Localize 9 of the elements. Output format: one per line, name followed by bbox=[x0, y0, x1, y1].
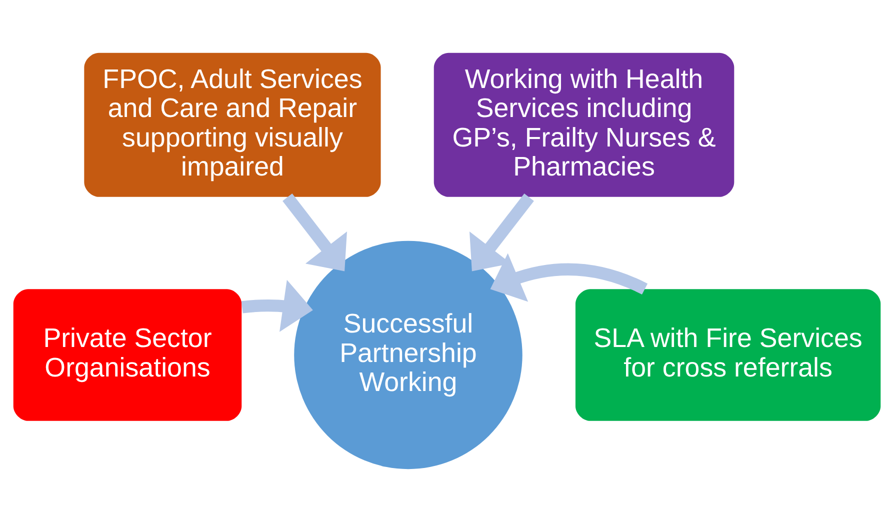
arrow bbox=[241, 279, 313, 332]
arrow bbox=[490, 252, 648, 302]
node-box: FPOC, Adult Services and Care and Repair supporting visually impaired bbox=[84, 52, 381, 196]
node-box: SLA with Fire Services for cross referrals bbox=[575, 288, 881, 420]
arrow bbox=[282, 192, 347, 271]
node-box: Private Sector Organisations bbox=[13, 288, 242, 420]
node-circle: Successful Partnership Working bbox=[294, 240, 522, 469]
node-box: Working with Health Services including GP’s, Frailty Nurses & Pharmacies bbox=[434, 52, 734, 196]
arrow bbox=[469, 192, 534, 271]
